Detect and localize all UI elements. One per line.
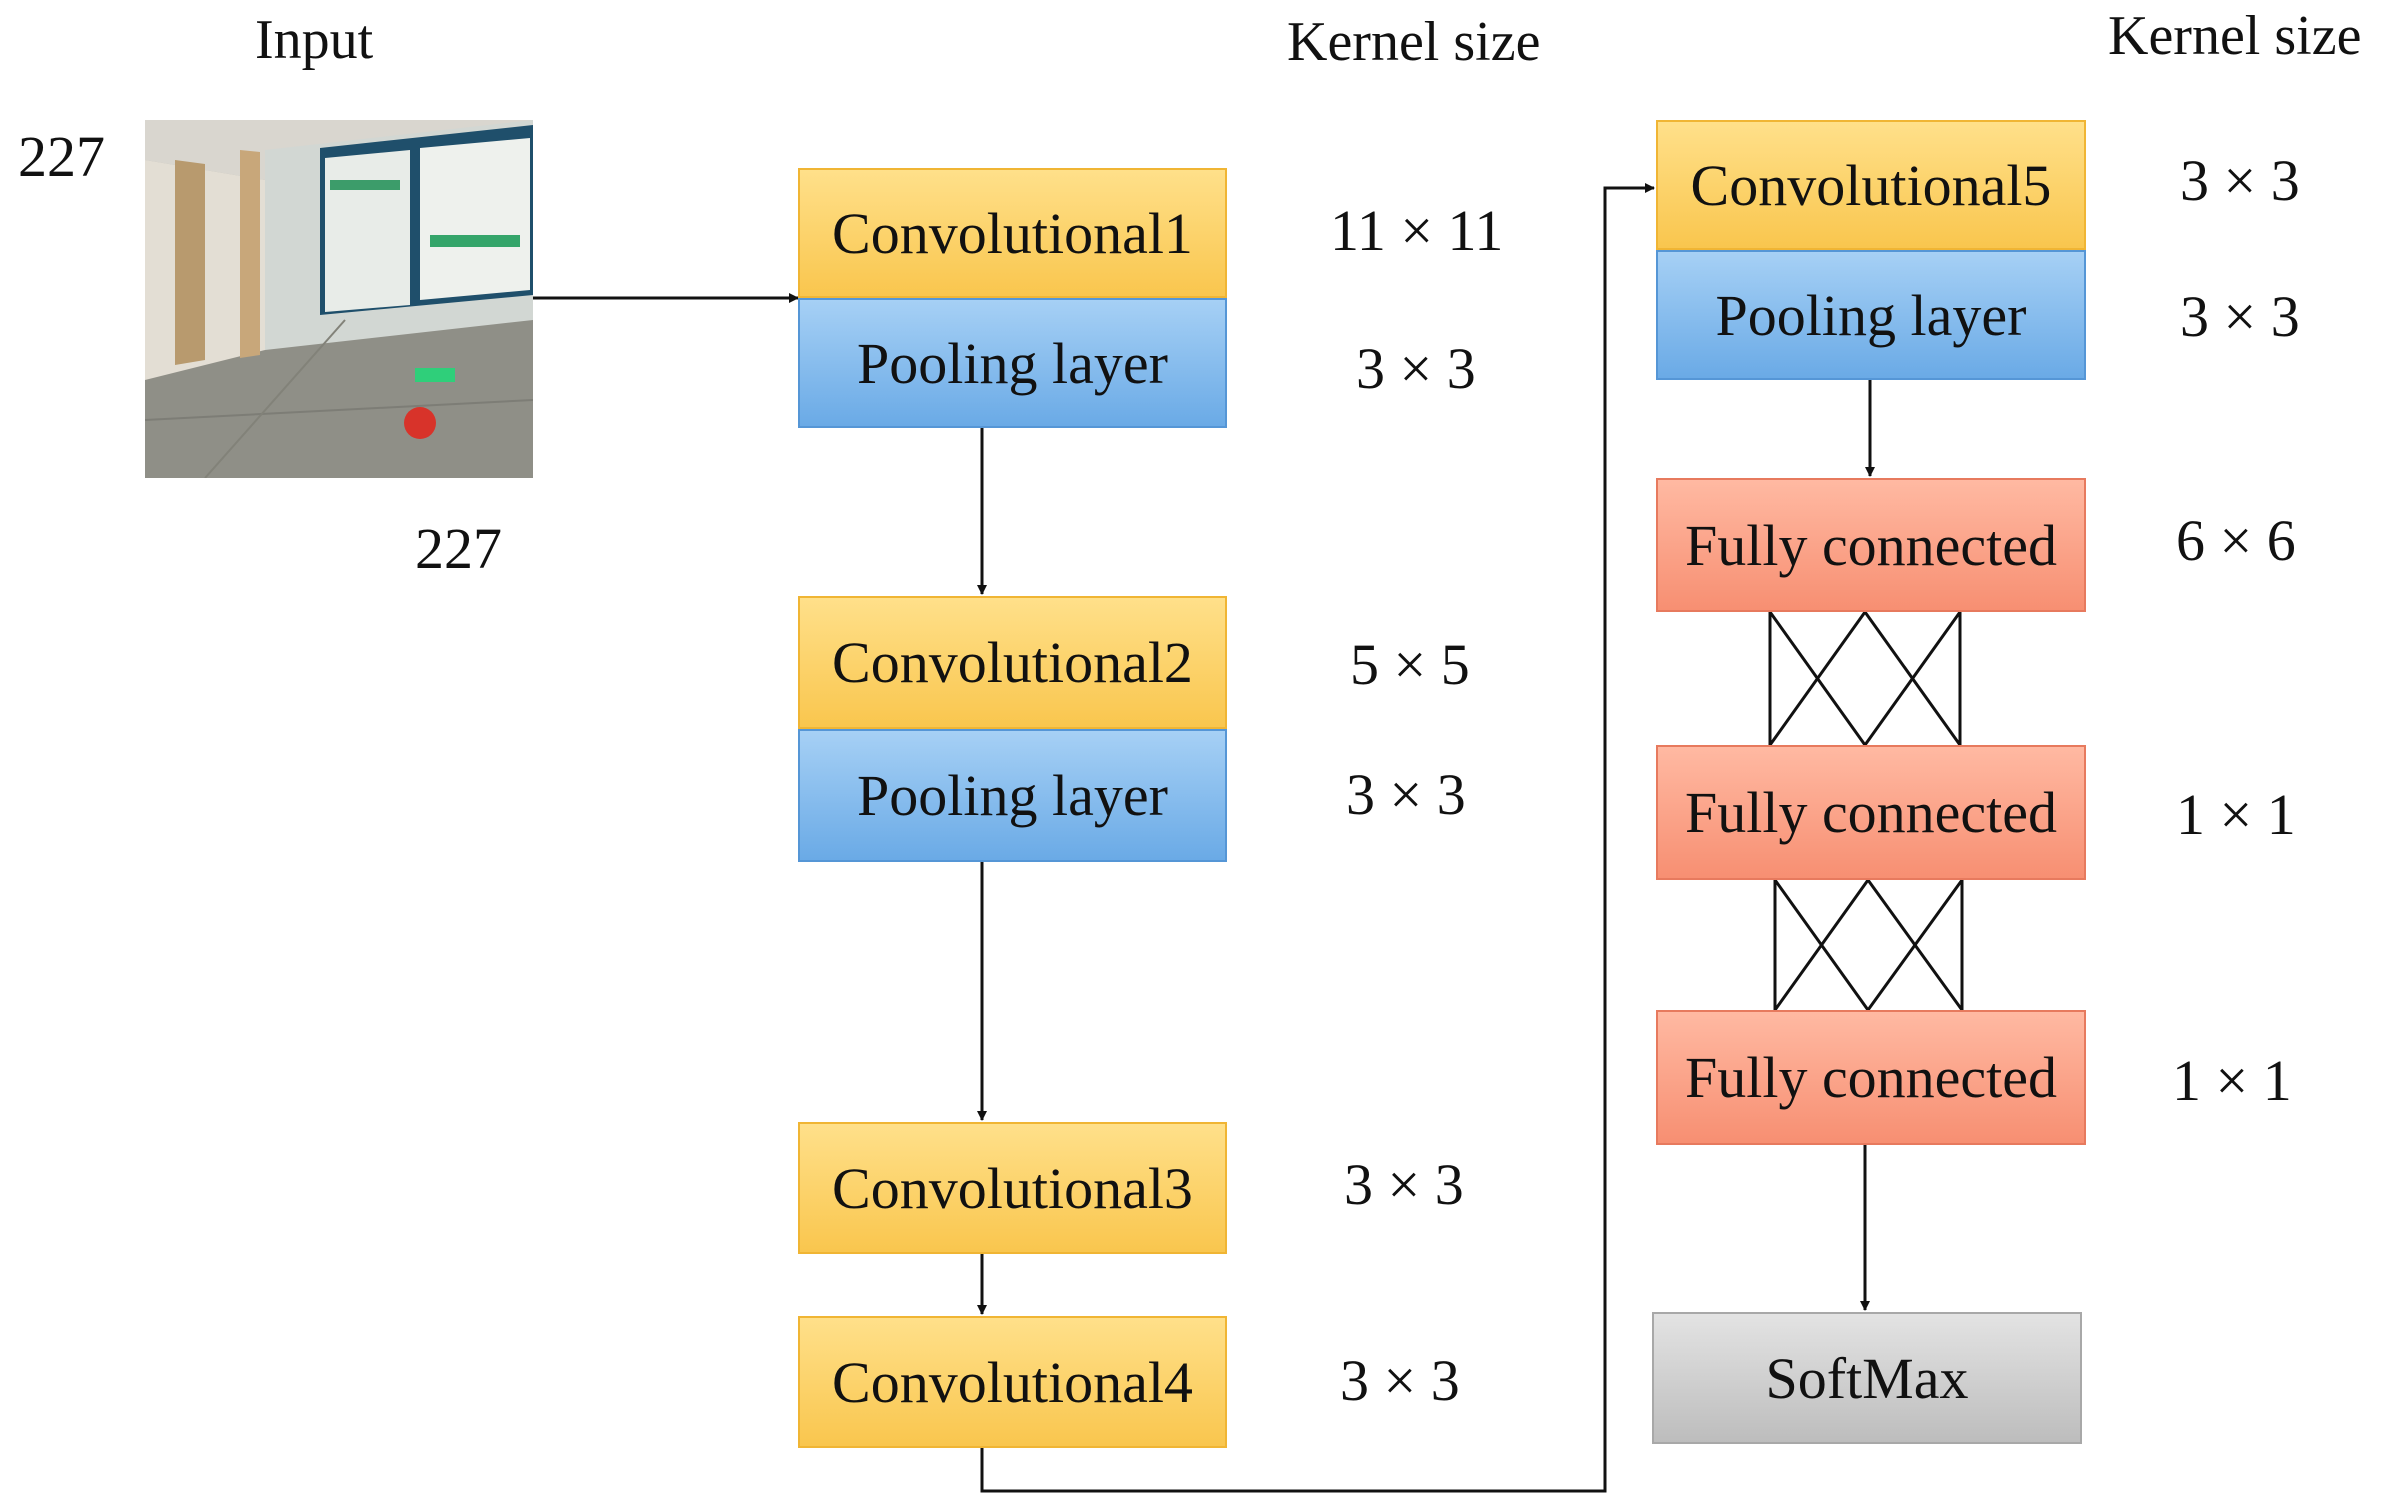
conv1-kernel: 11 × 11 [1330,198,1504,263]
conv1-block: Convolutional1 [798,168,1227,298]
fc2-fc3-connections [1773,879,1964,1011]
pool5-kernel: 3 × 3 [2180,284,2300,349]
input-image [145,120,533,478]
fc3-kernel: 1 × 1 [2172,1048,2292,1113]
input-label: Input [255,9,374,71]
fc3-block: Fully connected [1656,1010,2086,1145]
pool2-block: Pooling layer [798,729,1227,862]
fc2-kernel: 1 × 1 [2176,782,2296,847]
pool5-block: Pooling layer [1656,250,2086,380]
kernel-size-header-right: Kernel size [2108,5,2362,67]
conv3-kernel: 3 × 3 [1344,1152,1464,1217]
pool1-block: Pooling layer [798,298,1227,428]
conv2-block: Convolutional2 [798,596,1227,729]
kernel-size-header-left: Kernel size [1287,11,1541,73]
conv5-block: Convolutional5 [1656,120,2086,250]
input-height-label: 227 [18,124,105,189]
fc1-fc2-connections [1768,611,1962,746]
fc2-block: Fully connected [1656,745,2086,880]
conv4-block: Convolutional4 [798,1316,1227,1448]
conv2-kernel: 5 × 5 [1350,632,1470,697]
pool1-kernel: 3 × 3 [1356,336,1476,401]
fc1-block: Fully connected [1656,478,2086,612]
input-width-label: 227 [415,516,502,581]
pool2-kernel: 3 × 3 [1346,762,1466,827]
softmax-block: SoftMax [1652,1312,2082,1444]
conv3-block: Convolutional3 [798,1122,1227,1254]
arrow-conv4-to-conv5 [980,183,1655,1493]
fc1-kernel: 6 × 6 [2176,508,2296,573]
conv5-kernel: 3 × 3 [2180,148,2300,213]
conv4-kernel: 3 × 3 [1340,1348,1460,1413]
